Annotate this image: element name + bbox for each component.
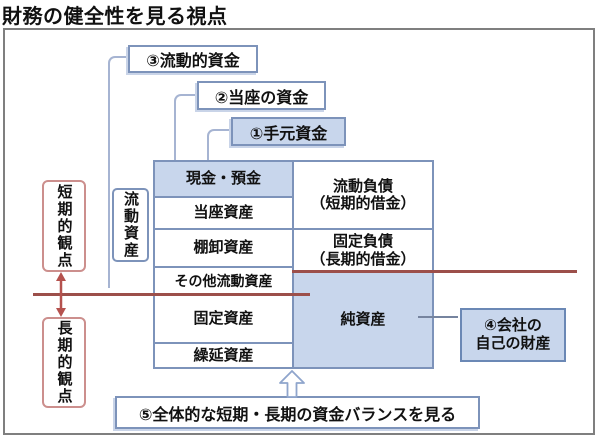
asset-row-quick-assets: 当座資産	[153, 196, 294, 230]
up-block-arrow-icon	[279, 370, 305, 398]
asset-row-deferred-assets: 繰延資産	[153, 342, 294, 369]
liability-fixed-line2: （長期的借金）	[310, 250, 416, 268]
note-company-property-line1: ④会社の	[484, 317, 542, 334]
liability-current-line2: （短期的借金）	[310, 195, 416, 212]
liability-current-line1: 流動負債	[332, 177, 393, 195]
balance-line-left	[33, 293, 310, 296]
group-label-current-assets: 流動資産	[112, 188, 149, 262]
label-cash-on-hand: ①手元資金	[231, 117, 346, 146]
double-arrow-icon	[56, 272, 66, 317]
asset-row-cash-deposits: 現金・預金	[153, 160, 294, 198]
net-assets-cell: 純資産	[292, 271, 434, 369]
connector-cash-funds-line	[207, 129, 233, 170]
page-title: 財務の健全性を見る視点	[2, 6, 228, 28]
liability-fixed-line1: 固定負債	[332, 233, 393, 251]
perspective-short-term: 短期的観点	[42, 180, 86, 272]
connector-quick-funds-line	[174, 94, 199, 214]
liability-fixed: 固定負債 （長期的借金）	[292, 228, 434, 273]
asset-row-fixed-assets: 固定資産	[153, 294, 294, 344]
label-liquid-funds: ③流動的資金	[128, 45, 258, 73]
balance-line-right	[292, 270, 577, 273]
note-company-property-line2: 自己の財産	[475, 335, 551, 352]
asset-row-inventory: 棚卸資産	[153, 228, 294, 268]
liability-current: 流動負債 （短期的借金）	[292, 160, 434, 230]
asset-row-other-current: その他流動資産	[153, 266, 294, 296]
perspective-long-term: 長期的観点	[42, 317, 86, 408]
note-company-property: ④会社の 自己の財産	[460, 308, 566, 362]
connector-liquid-funds-line	[108, 56, 130, 288]
note-overall-balance: ⑤全体的な短期・長期の資金バランスを見る	[115, 396, 480, 429]
connector-net-assets-line	[418, 316, 458, 318]
label-quick-funds: ②当座の資金	[197, 81, 326, 110]
